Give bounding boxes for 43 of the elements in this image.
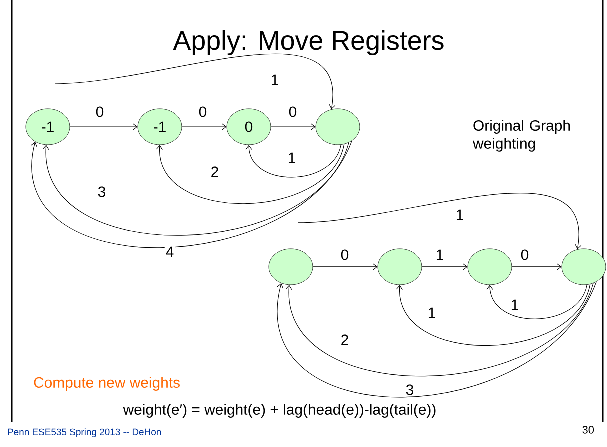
edge-label: 0 [340,248,350,262]
edge-label: 0 [288,106,298,118]
footer-text: Penn ESE535 Spring 2013 -- DeHon [8,428,162,438]
state-circle [378,248,422,286]
edge-label: 4 [164,246,176,258]
edge-label: 3 [96,186,108,198]
edge-label: 3 [404,384,416,396]
edge-label: 1 [286,152,298,164]
edge-label: 1 [434,248,446,262]
arrow [396,284,591,346]
note: Original Graph weighting [472,120,570,152]
arrow [298,193,582,250]
state-circle [316,108,360,146]
arrow [54,54,336,110]
edge-label: 2 [340,334,350,346]
arrow [246,144,342,178]
edge-label: 1 [510,298,520,312]
arrow [486,284,588,320]
arrow [70,124,138,130]
page-number: 30 [582,426,594,434]
arrow [312,264,378,270]
state-circle [562,248,606,286]
edge-label: 0 [94,106,106,118]
arrow [42,142,350,236]
title: Apply: Move Registers [173,30,444,56]
formula-text: weight(e′) = weight(e) + lag(head(e))-lag(tail(e)) [123,404,436,418]
arrow [512,264,562,270]
arrow [156,144,345,204]
arrow [270,124,316,130]
edge-label: 0 [520,248,530,262]
edge-label: 2 [210,166,220,178]
edge-label: 0 [198,106,208,118]
state-circle [268,248,314,286]
edge-label: 1 [270,74,280,86]
arrow [286,283,594,377]
arrow [31,140,352,248]
arrow [422,264,468,270]
arrow [182,124,227,130]
arrow [277,282,597,398]
note: Compute new weights [34,377,180,391]
edge-label: 1 [454,208,466,222]
edge-label: 1 [426,306,438,320]
state-circle [468,248,512,286]
